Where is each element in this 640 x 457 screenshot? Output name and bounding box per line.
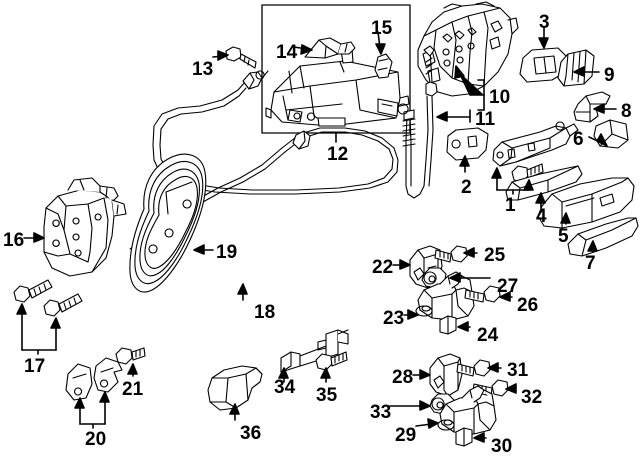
callout-33: 33 xyxy=(370,402,392,423)
callout-35: 35 xyxy=(316,385,338,406)
spacer-9 xyxy=(557,49,595,87)
striker-covers-20 xyxy=(65,357,123,401)
bolt-35 xyxy=(315,351,348,371)
callout-3: 3 xyxy=(539,12,550,33)
callout-15: 15 xyxy=(371,18,393,39)
callout-9: 9 xyxy=(604,65,615,86)
bushing-24 xyxy=(439,315,457,335)
callout-22: 22 xyxy=(372,257,394,278)
callout-28: 28 xyxy=(392,367,414,388)
callout-8: 8 xyxy=(621,101,632,122)
callout-10: 10 xyxy=(489,87,511,108)
callout-25: 25 xyxy=(484,245,506,266)
callout-19: 19 xyxy=(216,242,238,263)
callout-36: 36 xyxy=(240,423,262,444)
callout-4: 4 xyxy=(536,206,547,227)
check-strap-34 xyxy=(280,329,349,373)
callout-13: 13 xyxy=(192,59,214,80)
callout-17: 17 xyxy=(24,356,46,377)
callout-14: 14 xyxy=(276,42,298,63)
base-trim-4 xyxy=(505,165,583,201)
callout-27: 27 xyxy=(497,276,519,297)
callout-12: 12 xyxy=(327,144,349,165)
callout-29: 29 xyxy=(395,425,417,446)
callout-24: 24 xyxy=(477,325,499,346)
lock-rod-11 xyxy=(397,45,438,199)
callout-30: 30 xyxy=(491,436,513,457)
callout-16: 16 xyxy=(3,230,25,251)
lower-molding-7 xyxy=(567,217,639,257)
callout-34: 34 xyxy=(274,377,296,398)
hinge-bolt-25 xyxy=(434,245,468,263)
callout-7: 7 xyxy=(585,253,596,274)
check-bolt-26 xyxy=(464,285,501,303)
callout-21: 21 xyxy=(122,379,144,400)
hinge-bracket-28 xyxy=(429,353,463,397)
callout-18: 18 xyxy=(254,302,276,323)
callout-5: 5 xyxy=(558,226,569,247)
callout-20: 20 xyxy=(85,429,107,450)
callout-32: 32 xyxy=(521,387,543,408)
screws-17 xyxy=(13,279,83,317)
glovebox-group xyxy=(261,4,411,134)
callout-6: 6 xyxy=(573,129,584,150)
check-arm-23 xyxy=(415,271,475,321)
callout-23: 23 xyxy=(383,308,405,329)
callout-1: 1 xyxy=(505,195,516,216)
latch-actuator-16 xyxy=(43,177,127,277)
callout-11: 11 xyxy=(475,109,496,130)
handle-bezel-5 xyxy=(537,177,635,229)
lock-cover-2 xyxy=(446,127,489,161)
interior-handle-36 xyxy=(207,365,263,411)
end-cap-6 xyxy=(593,119,629,149)
screw-21 xyxy=(115,347,146,365)
callout-2: 2 xyxy=(461,177,472,198)
check-arm-29 xyxy=(437,385,497,435)
door-seal-19 xyxy=(129,153,207,293)
bushing-30 xyxy=(455,427,473,447)
callout-26: 26 xyxy=(517,295,539,316)
hinge-bolt-31 xyxy=(456,359,491,377)
bolt-13 xyxy=(225,46,257,69)
callout-31: 31 xyxy=(507,360,529,381)
leader-lines xyxy=(16,27,617,443)
